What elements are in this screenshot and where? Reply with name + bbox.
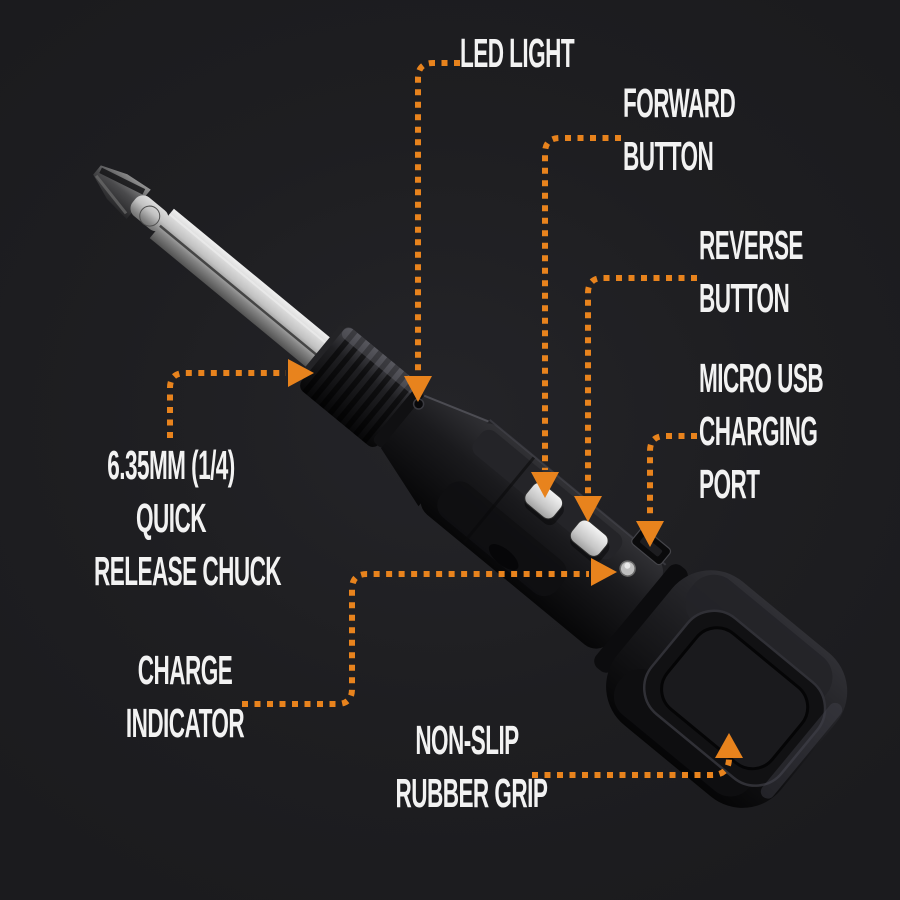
charging-port-part (631, 527, 672, 566)
charge-indicator-part (619, 560, 636, 577)
arrow-reverse-button (574, 496, 602, 522)
label-led-light: LED LIGHT (460, 27, 575, 80)
screwdriver-illustration (93, 165, 848, 808)
label-line: BUTTON (623, 133, 714, 179)
label-non-slip-rubber-grip: NON-SLIP RUBBER GRIP (395, 714, 548, 820)
label-charge-indicator: CHARGE INDICATOR (119, 644, 251, 750)
label-line: NON-SLIP (415, 717, 519, 763)
arrow-charging-port (636, 521, 664, 547)
label-line: PORT (699, 461, 760, 507)
leader-charging-port (647, 433, 697, 519)
arrow-forward-button (531, 472, 559, 498)
leader-forward-button (542, 135, 621, 470)
label-line: RELEASE CHUCK (94, 548, 282, 594)
reverse-button-part (569, 519, 610, 563)
label-line: RUBBER GRIP (395, 770, 548, 816)
label-line: LED LIGHT (460, 30, 575, 76)
rubber-grip-part (606, 570, 848, 808)
bit-neck (130, 195, 169, 232)
leader-rubber-grip (532, 757, 732, 778)
label-line: CHARGING (699, 408, 818, 454)
label-line: FORWARD (623, 80, 736, 126)
arrow-charge-indicator (591, 558, 617, 586)
label-line: CHARGE (137, 647, 233, 693)
arrow-quick-release-chuck (288, 359, 314, 387)
quick-release-chuck-part (296, 325, 424, 448)
body-cone (380, 394, 489, 507)
label-line: MICRO USB (699, 355, 824, 401)
label-line: BUTTON (699, 275, 790, 321)
label-reverse-button: REVERSE BUTTON (699, 219, 803, 325)
arrow-rubber-grip (715, 733, 743, 758)
device-body (420, 419, 672, 649)
leader-reverse-button (585, 275, 697, 494)
leader-quick-release-chuck (167, 370, 286, 438)
label-quick-release-chuck: 6.35MM (1/4) QUICK RELEASE CHUCK (94, 439, 282, 598)
leader-led-light (415, 60, 460, 374)
label-line: INDICATOR (125, 700, 245, 746)
leader-lines (167, 60, 743, 778)
arrow-led-light (404, 376, 432, 402)
leader-charge-indicator (242, 571, 589, 707)
forward-button-part (524, 481, 564, 526)
label-line: 6.35MM (1/4) (107, 442, 235, 488)
label-forward-button: FORWARD BUTTON (623, 77, 736, 183)
hex-shaft (149, 208, 338, 373)
label-micro-usb-charging-port: MICRO USB CHARGING PORT (699, 352, 824, 511)
label-line: REVERSE (699, 222, 803, 268)
body-grip-collar (594, 564, 688, 673)
led-light-part (412, 398, 425, 410)
label-line: QUICK (136, 495, 206, 541)
